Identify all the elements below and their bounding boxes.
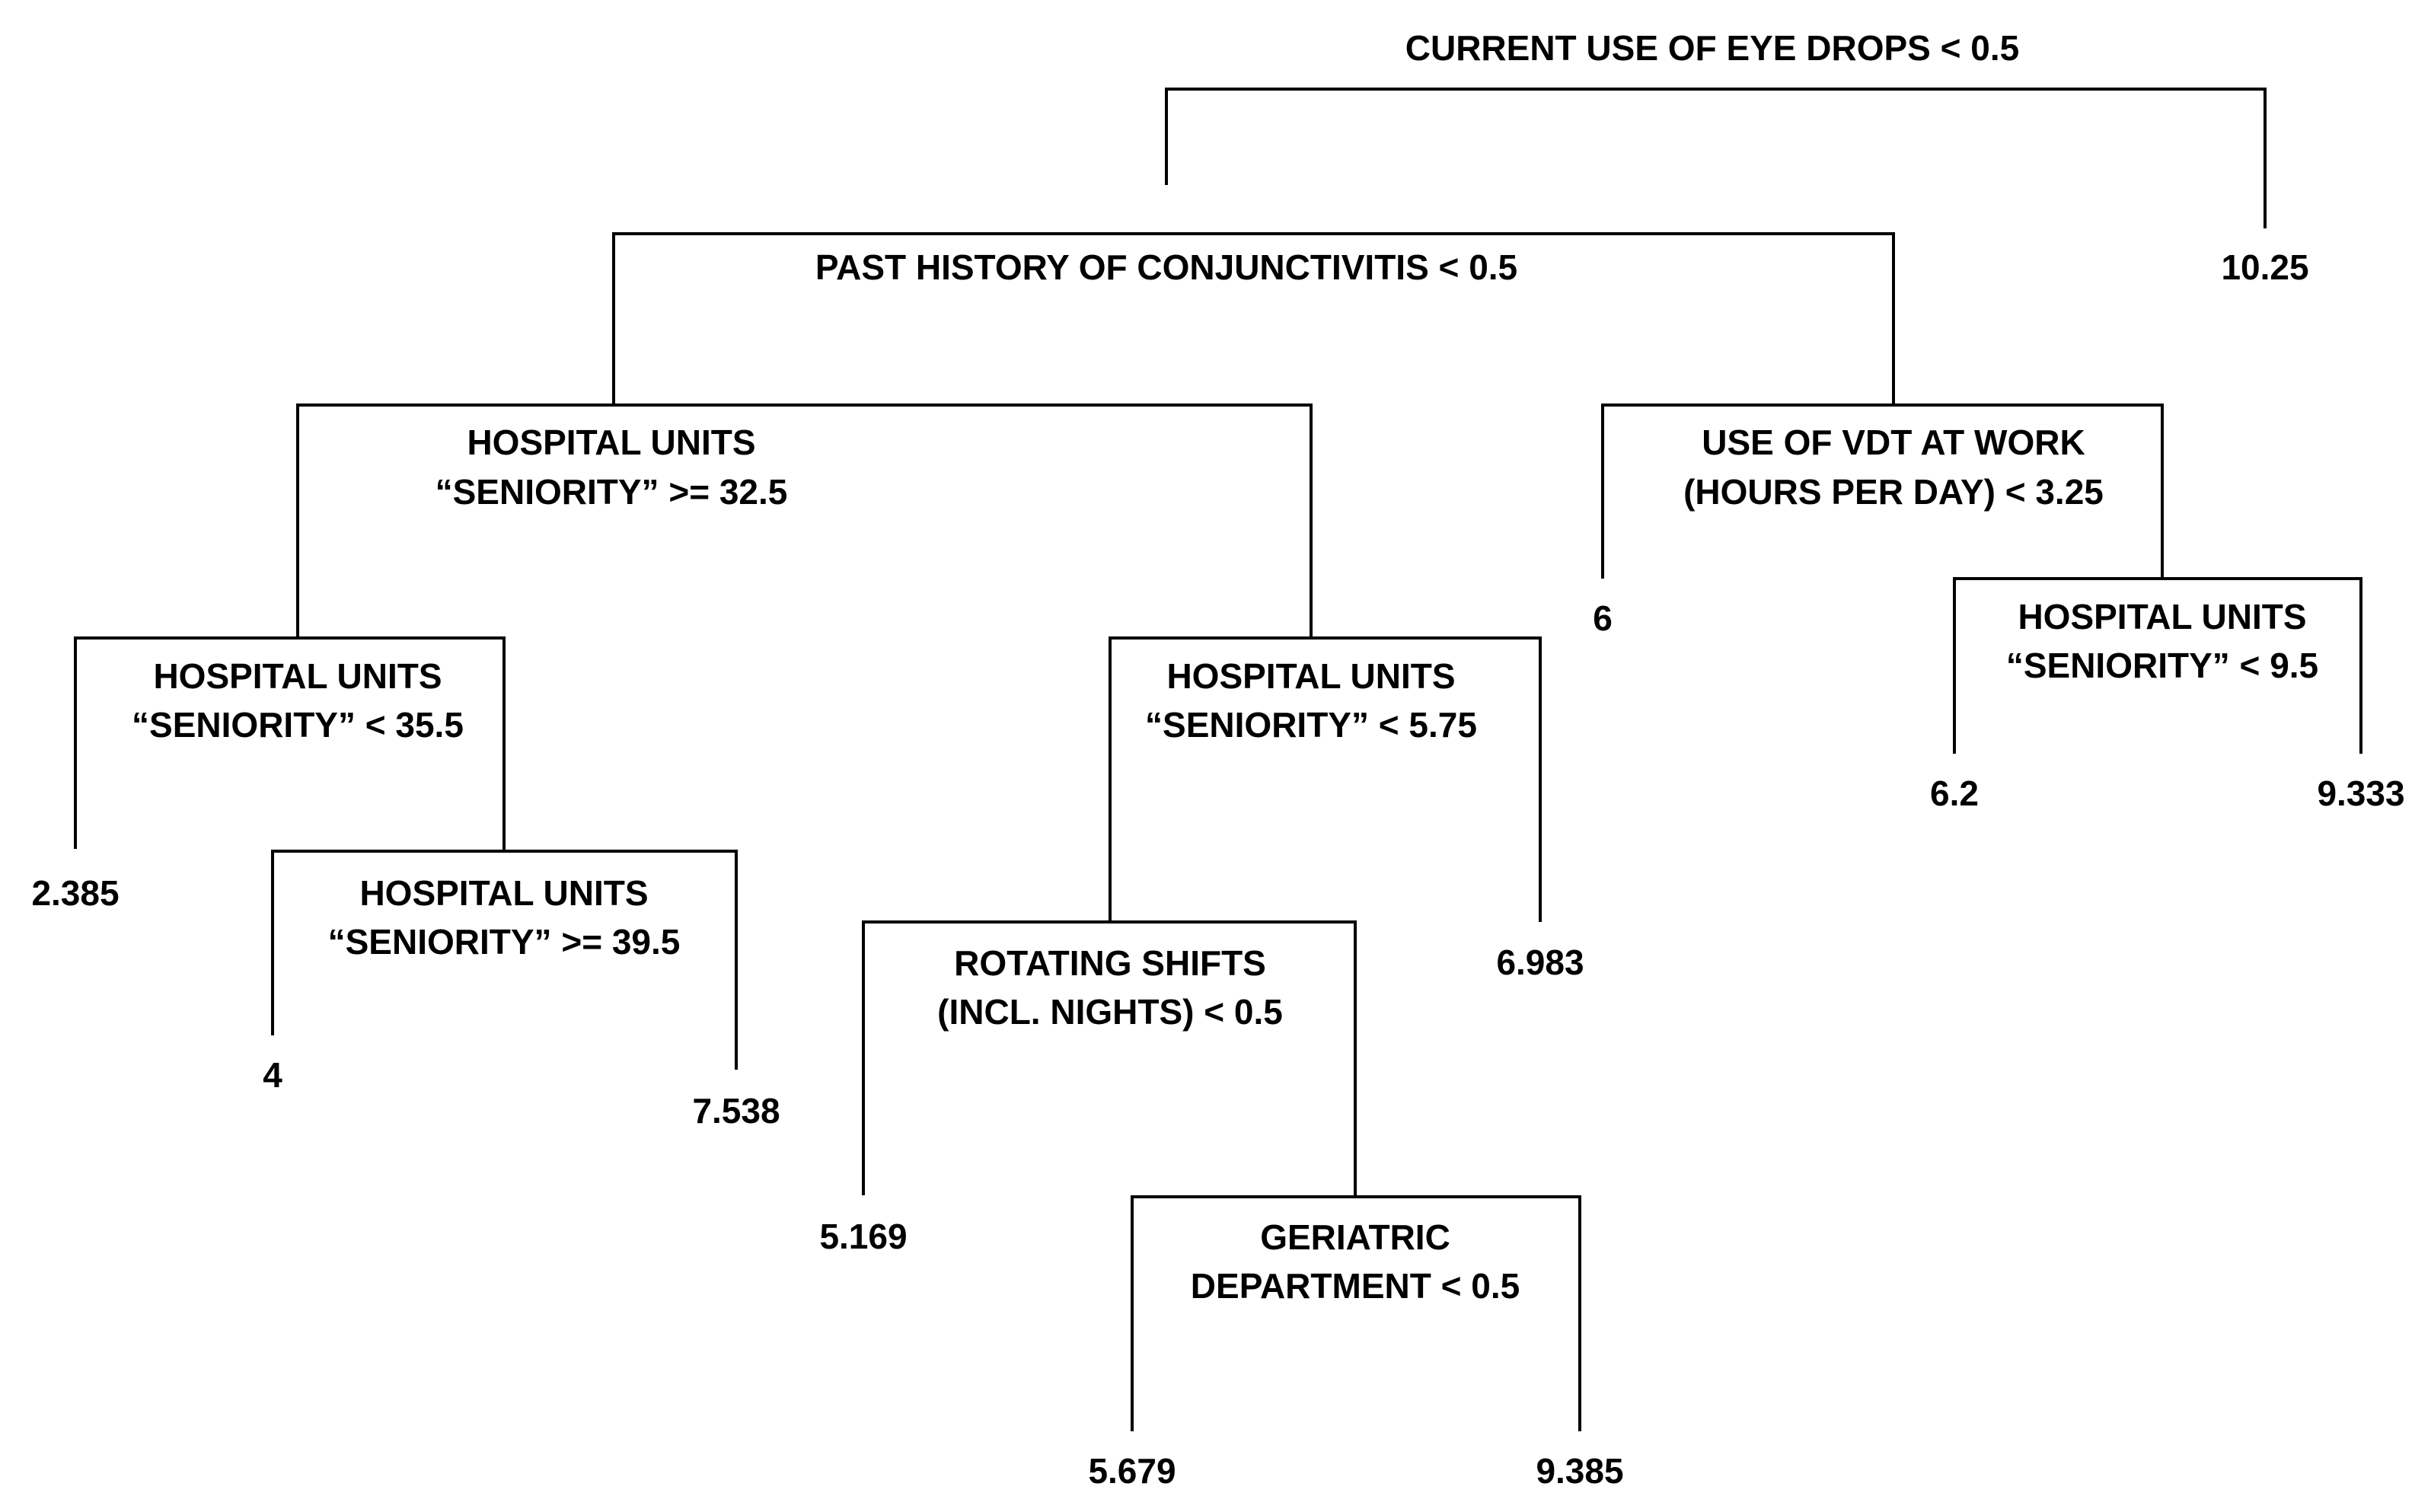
tree-connectors [74, 88, 2362, 1431]
node-label-seniority-32-5-line2: “SENIORITY” >= 32.5 [435, 472, 788, 512]
leaf-values: 10.25 6 6.2 9.333 2.385 4 7.538 6.983 5.… [31, 247, 2404, 1491]
node-label-seniority-9-5-line1: HOSPITAL UNITS [2018, 597, 2306, 636]
node-label-vdt-line2: (HOURS PER DAY) < 3.25 [1683, 472, 2104, 512]
split-geriatric [1131, 1195, 1581, 1431]
node-label-seniority-32-5-line1: HOSPITAL UNITS [467, 423, 755, 462]
node-label-rotating-shifts-line1: ROTATING SHIFTS [954, 943, 1266, 983]
node-label-current-eye-drops: CURRENT USE OF EYE DROPS < 0.5 [1405, 28, 2019, 68]
node-label-geriatric-line1: GERIATRIC [1260, 1217, 1450, 1257]
leaf-value-7-538: 7.538 [692, 1091, 780, 1131]
node-label-vdt-line1: USE OF VDT AT WORK [1702, 423, 2085, 462]
leaf-value-6: 6 [1593, 598, 1613, 638]
split-seniority-5-75 [1109, 636, 1542, 922]
node-label-seniority-5-75-line2: “SENIORITY” < 5.75 [1145, 705, 1477, 745]
leaf-value-6-983: 6.983 [1496, 943, 1584, 982]
leaf-value-4: 4 [263, 1055, 282, 1095]
node-label-seniority-39-5-line2: “SENIORITY” >= 39.5 [328, 922, 681, 962]
leaf-value-6-2: 6.2 [1930, 774, 1979, 813]
node-label-seniority-39-5-line1: HOSPITAL UNITS [359, 873, 648, 913]
leaf-value-9-333: 9.333 [2317, 774, 2404, 813]
split-rotating-shifts [862, 920, 1357, 1197]
node-label-conjunctivitis: PAST HISTORY OF CONJUNCTIVITIS < 0.5 [815, 247, 1517, 287]
split-seniority-35-5 [74, 636, 506, 851]
node-label-seniority-35-5-line1: HOSPITAL UNITS [153, 656, 442, 696]
split-seniority-39-5 [271, 850, 738, 1070]
node-label-rotating-shifts-line2: (INCL. NIGHTS) < 0.5 [937, 992, 1283, 1032]
split-current-eye-drops [1165, 88, 2267, 228]
node-label-seniority-35-5-line2: “SENIORITY” < 35.5 [132, 705, 464, 745]
leaf-value-5-679: 5.679 [1088, 1451, 1176, 1491]
split-labels: CURRENT USE OF EYE DROPS < 0.5 PAST HIST… [132, 28, 2318, 1306]
node-label-seniority-5-75-line1: HOSPITAL UNITS [1166, 656, 1455, 696]
leaf-value-10-25: 10.25 [2221, 247, 2308, 287]
split-conjunctivitis [612, 232, 1895, 405]
leaf-value-9-385: 9.385 [1536, 1451, 1623, 1491]
node-label-seniority-9-5-line2: “SENIORITY” < 9.5 [2006, 646, 2318, 685]
split-seniority-32-5 [296, 404, 1313, 638]
leaf-value-2-385: 2.385 [31, 873, 119, 913]
split-vdt-hours [1601, 404, 2164, 579]
split-seniority-9-5 [1953, 577, 2362, 754]
leaf-value-5-169: 5.169 [819, 1217, 907, 1256]
node-label-geriatric-line2: DEPARTMENT < 0.5 [1191, 1266, 1520, 1306]
